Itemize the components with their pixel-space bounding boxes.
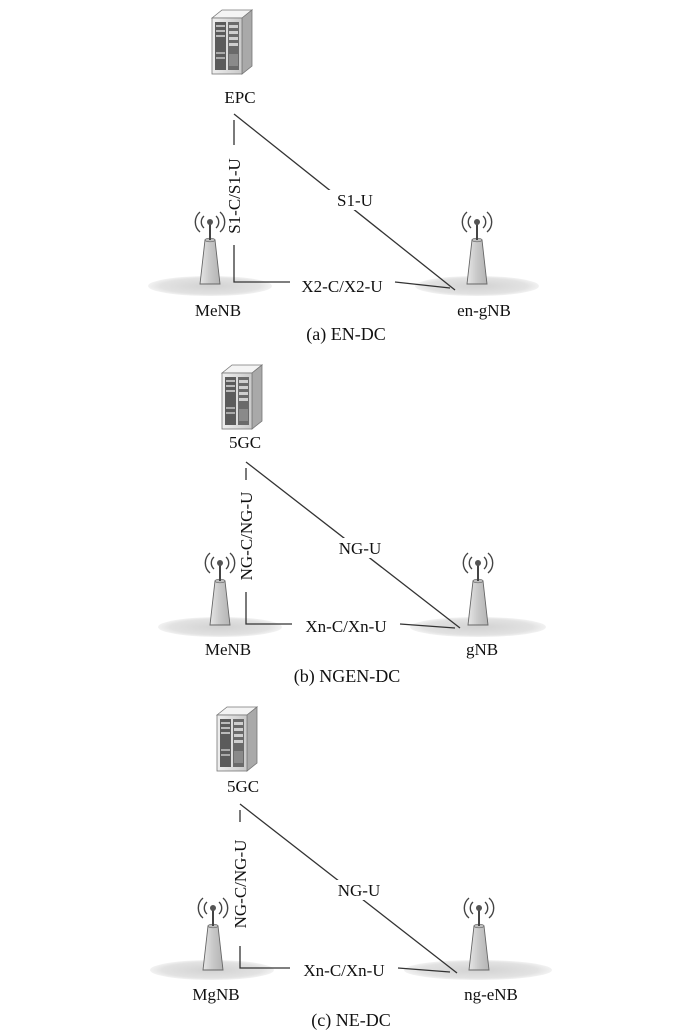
panel-en-dc: EPC S1-C/S1-U S1-U X2-C/X2-U MeNB en-gNB… <box>148 9 539 345</box>
antenna-tower-icon <box>462 552 494 626</box>
horizontal-link-label: X2-C/X2-U <box>301 277 382 296</box>
panel-caption: (c) NE-DC <box>311 1010 390 1031</box>
vertical-link-label: S1-C/S1-U <box>225 158 244 234</box>
secondary-ground-shadow <box>410 617 546 637</box>
secondary-node-label: gNB <box>466 640 498 659</box>
core-network-label: 5GC <box>229 433 261 452</box>
master-ground-shadow <box>158 617 282 637</box>
antenna-tower-icon <box>194 211 226 285</box>
master-node-label: MgNB <box>192 985 239 1004</box>
master-ground-shadow <box>148 276 272 296</box>
horizontal-link-line <box>394 281 451 289</box>
secondary-ground-shadow <box>415 276 539 296</box>
secondary-node-label: en-gNB <box>457 301 511 320</box>
panel-ngen-dc: 5GC NG-C/NG-U NG-U Xn-C/Xn-U MeNB gNB (b… <box>158 364 546 687</box>
antenna-tower-icon <box>204 552 236 626</box>
panel-caption: (b) NGEN-DC <box>294 666 400 687</box>
horizontal-link-label: Xn-C/Xn-U <box>305 617 386 636</box>
panel-ne-dc: 5GC NG-C/NG-U NG-U Xn-C/Xn-U MgNB ng-eNB… <box>150 706 552 1031</box>
server-icon <box>216 706 258 772</box>
panel-caption: (a) EN-DC <box>306 324 385 345</box>
server-icon <box>211 9 253 75</box>
vertical-link-label: NG-C/NG-U <box>237 492 256 581</box>
diagonal-link-label: S1-U <box>337 191 373 210</box>
antenna-tower-icon <box>197 897 229 971</box>
horizontal-link-line <box>399 623 456 629</box>
diagonal-link-label: NG-U <box>339 539 382 558</box>
antenna-tower-icon <box>461 211 493 285</box>
master-node-label: MeNB <box>195 301 241 320</box>
master-node-label: MeNB <box>205 640 251 659</box>
secondary-node-label: ng-eNB <box>464 985 518 1004</box>
horizontal-link-line <box>397 967 451 973</box>
horizontal-link-label: Xn-C/Xn-U <box>303 961 384 980</box>
server-icon <box>221 364 263 430</box>
vertical-link-label: NG-C/NG-U <box>231 840 250 929</box>
diagonal-link-label: NG-U <box>338 881 381 900</box>
core-network-label: EPC <box>224 88 255 107</box>
antenna-tower-icon <box>463 897 495 971</box>
core-network-label: 5GC <box>227 777 259 796</box>
